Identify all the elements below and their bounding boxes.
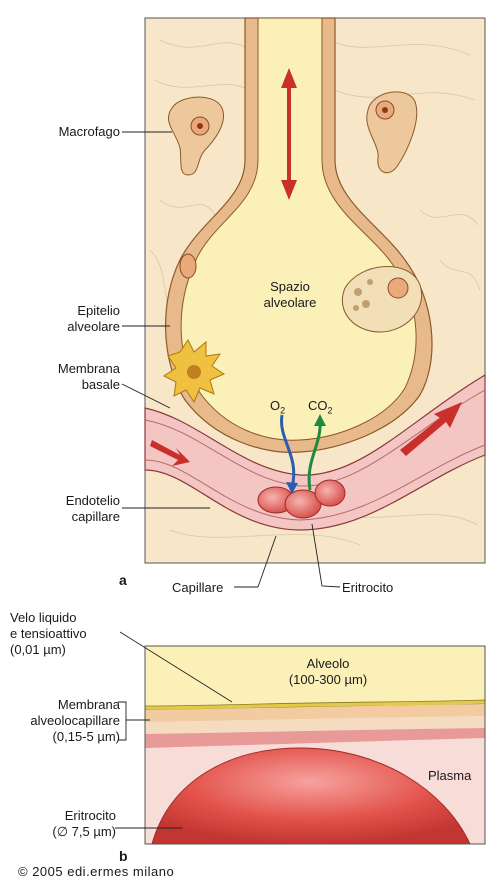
label-epitelio-line2: alveolare bbox=[67, 319, 120, 334]
panel-b-letter: b bbox=[119, 848, 128, 864]
panel-a-letter: a bbox=[119, 572, 127, 588]
label-plasma: Plasma bbox=[428, 768, 472, 783]
membrane-layer-3 bbox=[145, 728, 485, 748]
label-macrofago: Macrofago bbox=[58, 124, 120, 139]
label-membrana-line2: basale bbox=[81, 377, 120, 392]
label-velo-line2: e tensioattivo bbox=[10, 626, 87, 641]
macrophage-left bbox=[167, 96, 224, 176]
label-membrana-alveolocapillare: Membrana alveolocapillare (0,15-5 µm) bbox=[10, 697, 120, 745]
co2-arrow bbox=[307, 419, 322, 491]
airflow-arrow bbox=[281, 68, 297, 200]
label-alveolo-line1: Alveolo bbox=[306, 656, 350, 671]
label-spazio-alveolare: Spazio alveolare bbox=[248, 279, 332, 311]
label-co2: CO2 bbox=[308, 398, 348, 419]
blood-flow-arrow-right bbox=[400, 402, 462, 456]
erythrocytes bbox=[257, 479, 346, 519]
label-membrana-ac-line1: Membrana bbox=[57, 697, 120, 712]
label-eritrocito-a: Eritrocito bbox=[342, 580, 394, 595]
label-velo-line1: Velo liquido bbox=[10, 610, 77, 625]
label-o2: O2 bbox=[270, 398, 300, 419]
label-eritrocito-b-line2: (∅ 7,5 µm) bbox=[52, 824, 116, 839]
label-co2-main: CO bbox=[308, 398, 328, 413]
label-velo: Velo liquido e tensioattivo (0,01 µm) bbox=[10, 610, 120, 658]
macrophage-right bbox=[366, 91, 418, 174]
alveolar-macrophage bbox=[163, 339, 226, 404]
label-membrana-ac-line2: alveolocapillare bbox=[30, 713, 120, 728]
copyright-text: © 2005 edi.ermes milano bbox=[18, 864, 175, 879]
label-spazio-line2: alveolare bbox=[263, 295, 317, 310]
label-spazio-line1: Spazio bbox=[270, 279, 310, 294]
membrane-layer-1 bbox=[145, 704, 485, 722]
type-ii-cell bbox=[342, 266, 422, 333]
surfactant-layer bbox=[145, 699, 485, 711]
label-velo-line3: (0,01 µm) bbox=[10, 642, 66, 657]
label-membrana-ac-line3: (0,15-5 µm) bbox=[52, 729, 120, 744]
label-endotelio-line2: capillare bbox=[71, 509, 120, 524]
label-membrana-basale: Membrana basale bbox=[20, 361, 120, 393]
label-membrana-line1: Membrana bbox=[57, 361, 120, 376]
label-o2-main: O bbox=[270, 398, 281, 413]
label-epitelio: Epitelio alveolare bbox=[20, 303, 120, 335]
leader-lines bbox=[121, 131, 341, 588]
label-eritrocito-b: Eritrocito (∅ 7,5 µm) bbox=[10, 808, 116, 840]
blood-flow-arrow-left bbox=[150, 440, 190, 466]
capillary bbox=[144, 373, 486, 531]
epithelial-nucleus bbox=[179, 253, 197, 279]
label-alveolo-line2: (100-300 µm) bbox=[288, 672, 368, 687]
membrane-layer-2 bbox=[145, 716, 485, 734]
label-alveolo: Alveolo (100-300 µm) bbox=[268, 656, 388, 688]
erythrocyte-b bbox=[151, 747, 471, 844]
label-o2-sub: 2 bbox=[280, 405, 286, 416]
label-epitelio-line1: Epitelio bbox=[77, 303, 120, 318]
label-endotelio-line1: Endotelio bbox=[65, 493, 120, 508]
label-endotelio: Endotelio capillare bbox=[20, 493, 120, 525]
o2-arrow bbox=[280, 414, 296, 489]
label-co2-sub: 2 bbox=[327, 405, 333, 416]
panel-a-diagram bbox=[121, 17, 486, 588]
label-eritrocito-b-line1: Eritrocito bbox=[64, 808, 116, 823]
label-capillare: Capillare bbox=[172, 580, 224, 595]
